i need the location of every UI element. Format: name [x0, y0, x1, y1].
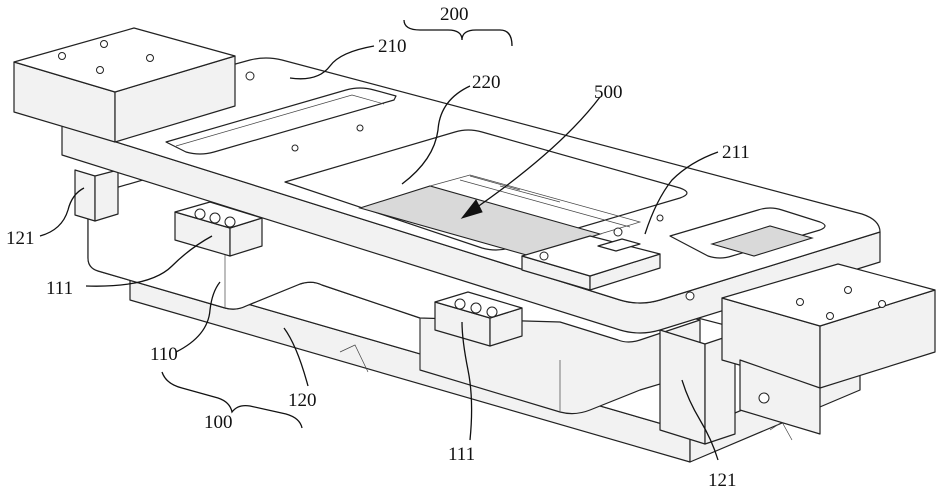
label-210: 210: [378, 36, 407, 57]
label-500: 500: [594, 82, 623, 103]
label-100: 100: [204, 412, 233, 433]
end-block-right: [722, 264, 935, 434]
label-110: 110: [150, 344, 178, 365]
label-111-left: 111: [46, 278, 73, 299]
label-200: 200: [440, 4, 469, 25]
label-121-left: 121: [6, 228, 35, 249]
label-111-bottom: 111: [448, 444, 475, 465]
label-121-right: 121: [708, 470, 737, 491]
label-211: 211: [722, 142, 750, 163]
label-120: 120: [288, 390, 317, 411]
post-121-left: [75, 170, 118, 221]
label-220: 220: [472, 72, 501, 93]
